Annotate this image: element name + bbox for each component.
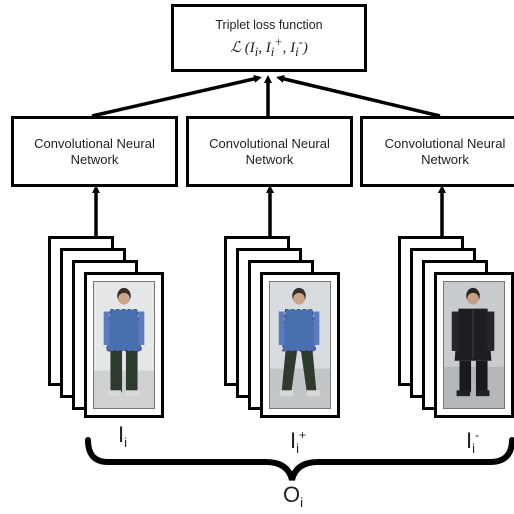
- person-image-positive: [269, 281, 331, 409]
- formula-suffix: ): [302, 39, 308, 56]
- cnn-label-line2: Network: [245, 151, 294, 167]
- loss-title: Triplet loss function: [215, 17, 323, 32]
- label-group: Oi: [283, 482, 304, 511]
- arrow-cnn1-to-loss: [91, 74, 262, 118]
- loss-formula: ℒ (Ii, Ii+, Ii-): [230, 34, 308, 59]
- person-image-anchor: [93, 281, 155, 409]
- formula-prefix: ℒ (: [230, 39, 250, 56]
- label-positive: Ii+: [290, 428, 307, 456]
- triplet-loss-box: Triplet loss function ℒ (Ii, Ii+, Ii-): [171, 4, 367, 72]
- cnn-label-line1: Convolutional Neural: [209, 135, 330, 151]
- cnn-box-positive: Convolutional Neural Network: [186, 116, 353, 187]
- arrow-cnn3-to-loss: [276, 75, 441, 118]
- label-negative: Ii-: [466, 428, 480, 456]
- person-image-negative: [443, 281, 505, 409]
- formula-term-negative: Ii-: [290, 34, 303, 59]
- cnn-label-line2: Network: [70, 151, 119, 167]
- cnn-label-line1: Convolutional Neural: [34, 135, 155, 151]
- formula-term-positive: Ii+: [265, 34, 283, 59]
- cnn-box-anchor: Convolutional Neural Network: [11, 116, 178, 187]
- cnn-label-line1: Convolutional Neural: [384, 135, 506, 151]
- formula-term-anchor: Ii: [249, 39, 259, 59]
- group-brace: [85, 437, 514, 481]
- cnn-label-line2: Network: [421, 151, 469, 167]
- label-anchor: Ii: [118, 422, 128, 451]
- cnn-box-negative: Convolutional Neural Network: [360, 116, 514, 187]
